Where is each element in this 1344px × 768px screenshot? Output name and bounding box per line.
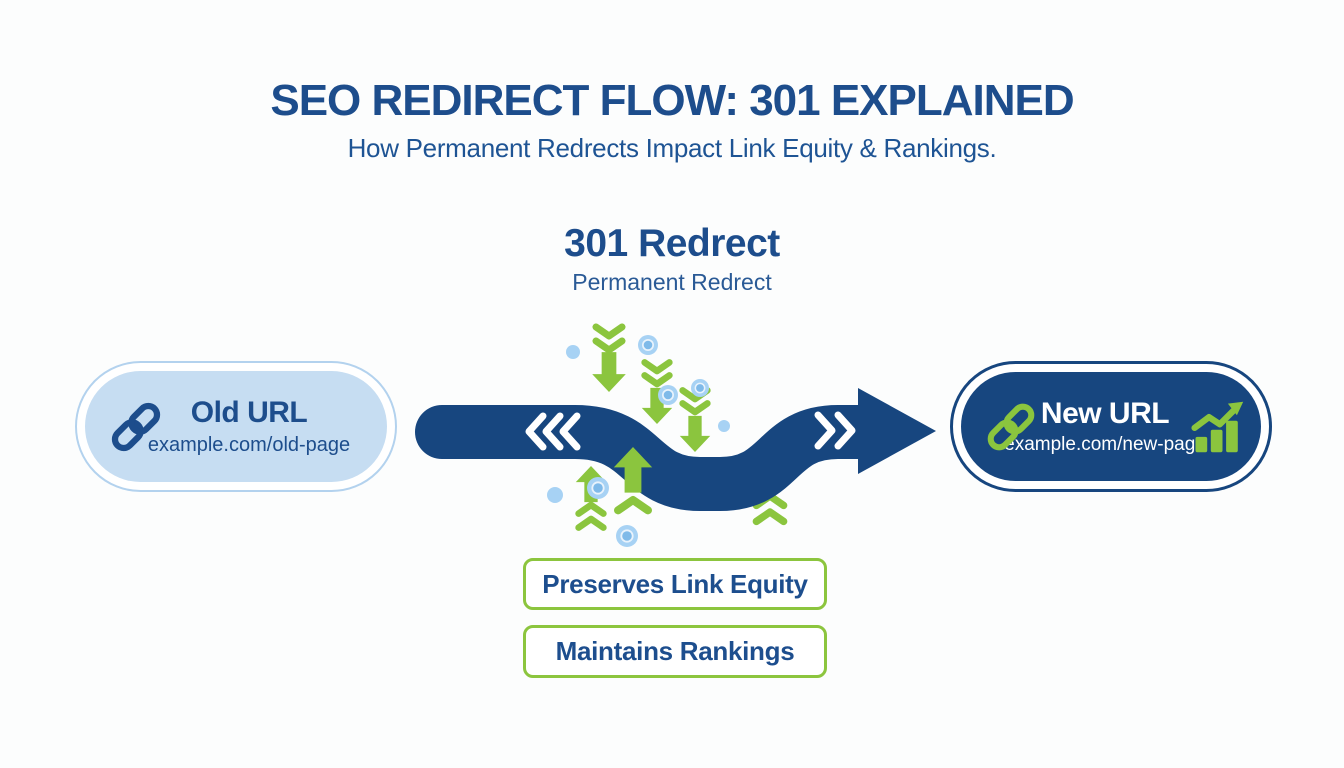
new-url-card-body: New URL example.com/new-page: [961, 372, 1261, 481]
new-url-text: New URL example.com/new-page: [961, 397, 1261, 457]
old-url-text: Old URL example.com/old-page: [85, 396, 387, 457]
new-url-label: New URL: [1040, 396, 1170, 430]
ribbon-arrow: [415, 388, 936, 511]
benefit-box-rankings: Maintains Rankings: [523, 625, 827, 678]
old-url-address: example.com/old-page: [147, 433, 351, 456]
page-subtitle: How Permanent Redrects Impact Link Equit…: [347, 133, 997, 163]
down-arrow-icon: [642, 362, 672, 424]
up-arrow-icon: [613, 447, 653, 510]
benefit-box-link-equity: Preserves Link Equity: [523, 558, 827, 610]
redirect-subtitle: Permanent Redrect: [572, 269, 772, 295]
up-arrow-icon: [753, 452, 787, 521]
new-url-address: example.com/new-page: [1004, 434, 1206, 456]
redirect-title: 301 Redrect: [564, 222, 780, 265]
growth-chart-icon: [1191, 401, 1244, 452]
triple-chevron-left-icon: [525, 412, 581, 451]
up-arrow-icon: [576, 466, 606, 528]
link-icon: [987, 403, 1035, 450]
down-arrow-icon: [680, 390, 710, 452]
link-icon: [111, 402, 161, 451]
new-url-card: New URL example.com/new-page: [950, 361, 1272, 492]
benefit-label: Maintains Rankings: [555, 636, 795, 666]
benefit-label: Preserves Link Equity: [542, 568, 808, 599]
old-url-card: Old URL example.com/old-page: [75, 361, 397, 492]
equity-dots: [547, 335, 730, 547]
old-url-card-body: Old URL example.com/old-page: [85, 371, 387, 482]
down-arrow-icon: [592, 327, 626, 392]
page-title: SEO REDIRECT FLOW: 301 EXPLAINED: [270, 76, 1074, 125]
double-chevron-right-icon: [814, 411, 856, 450]
old-url-label: Old URL: [190, 396, 308, 430]
